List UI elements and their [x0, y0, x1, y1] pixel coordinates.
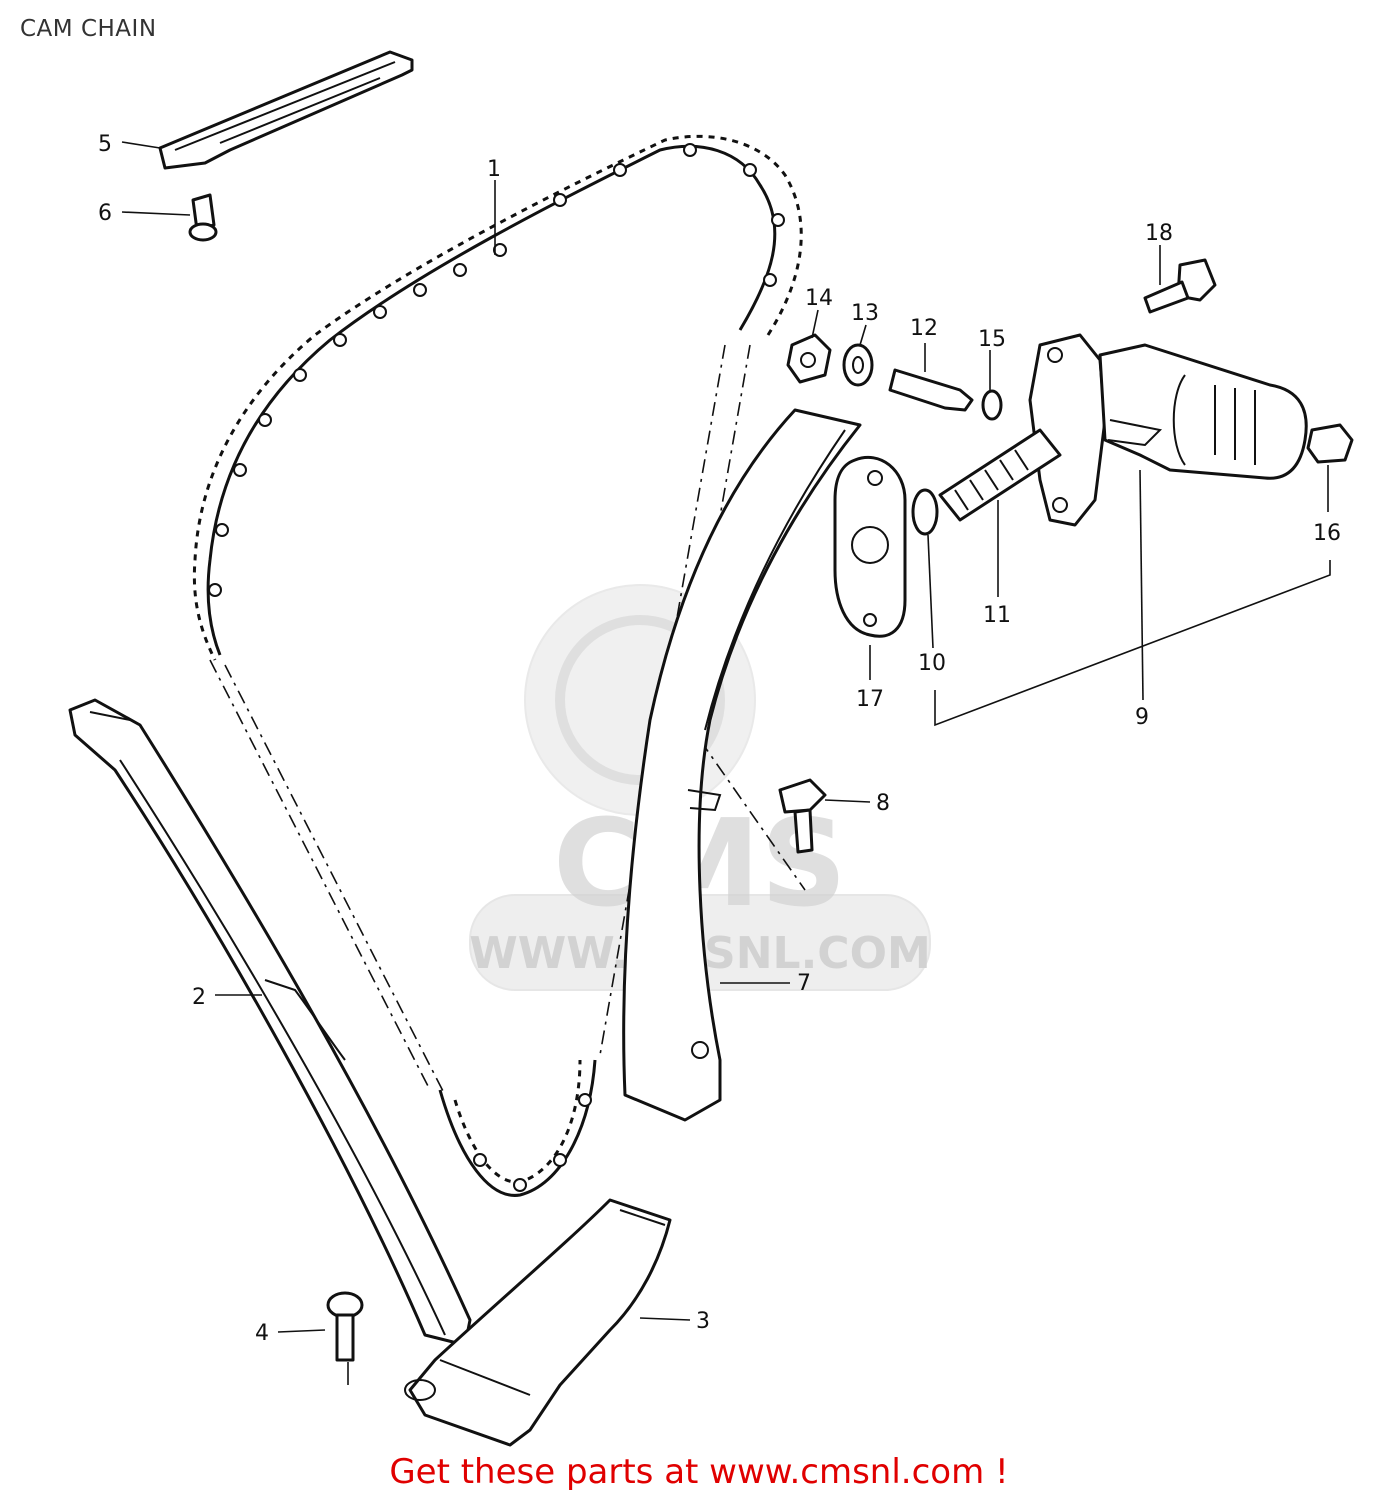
callout-12: 12: [910, 316, 938, 341]
callout-8: 8: [876, 791, 890, 816]
callout-labels: 5 6 1 2 4 3 7 8 14 13 12 15 18 16 17 10 …: [98, 132, 1341, 1346]
part-17-gasket: [833, 455, 907, 638]
callout-6: 6: [98, 201, 112, 226]
part-18-bolt: [1143, 258, 1217, 314]
leader-lines: [121, 141, 1331, 1385]
callout-2: 2: [192, 985, 206, 1010]
part-12-pin: [888, 368, 974, 412]
callout-5: 5: [98, 132, 112, 157]
callout-10: 10: [918, 651, 946, 676]
callout-4: 4: [255, 1321, 269, 1346]
callout-7: 7: [797, 971, 811, 996]
part-8-bolt: [778, 778, 827, 854]
part-4-bolt: [326, 1291, 364, 1362]
part-10-push-rod: [911, 488, 939, 536]
callout-17: 17: [856, 687, 884, 712]
callout-15: 15: [978, 327, 1006, 352]
part-15-o-ring: [981, 389, 1003, 421]
callout-3: 3: [696, 1309, 710, 1334]
callout-9: 9: [1135, 705, 1149, 730]
callout-1: 1: [487, 157, 501, 182]
callout-11: 11: [983, 603, 1011, 628]
callout-16: 16: [1313, 521, 1341, 546]
callout-18: 18: [1145, 221, 1173, 246]
part-5-guide-top: [158, 50, 414, 170]
part-2-chain-guide: [68, 698, 472, 1347]
part-11-spring: [938, 428, 1062, 522]
promo-link[interactable]: Get these parts at www.cmsnl.com !: [389, 1452, 1009, 1492]
part-9-tensioner-body: [1028, 333, 1308, 527]
part-7-tensioner-guide: [622, 408, 862, 1122]
part-16-bolt: [1306, 423, 1354, 464]
page-title: CAM CHAIN: [20, 16, 157, 42]
part-14-nut: [786, 333, 832, 384]
part-6-bolt: [188, 193, 218, 242]
part-1-cam-chain: [192, 134, 803, 1197]
part-13-washer: [842, 343, 874, 387]
callout-13: 13: [851, 301, 879, 326]
callout-14: 14: [805, 286, 833, 311]
part-3-lower-guide: [404, 1198, 672, 1447]
